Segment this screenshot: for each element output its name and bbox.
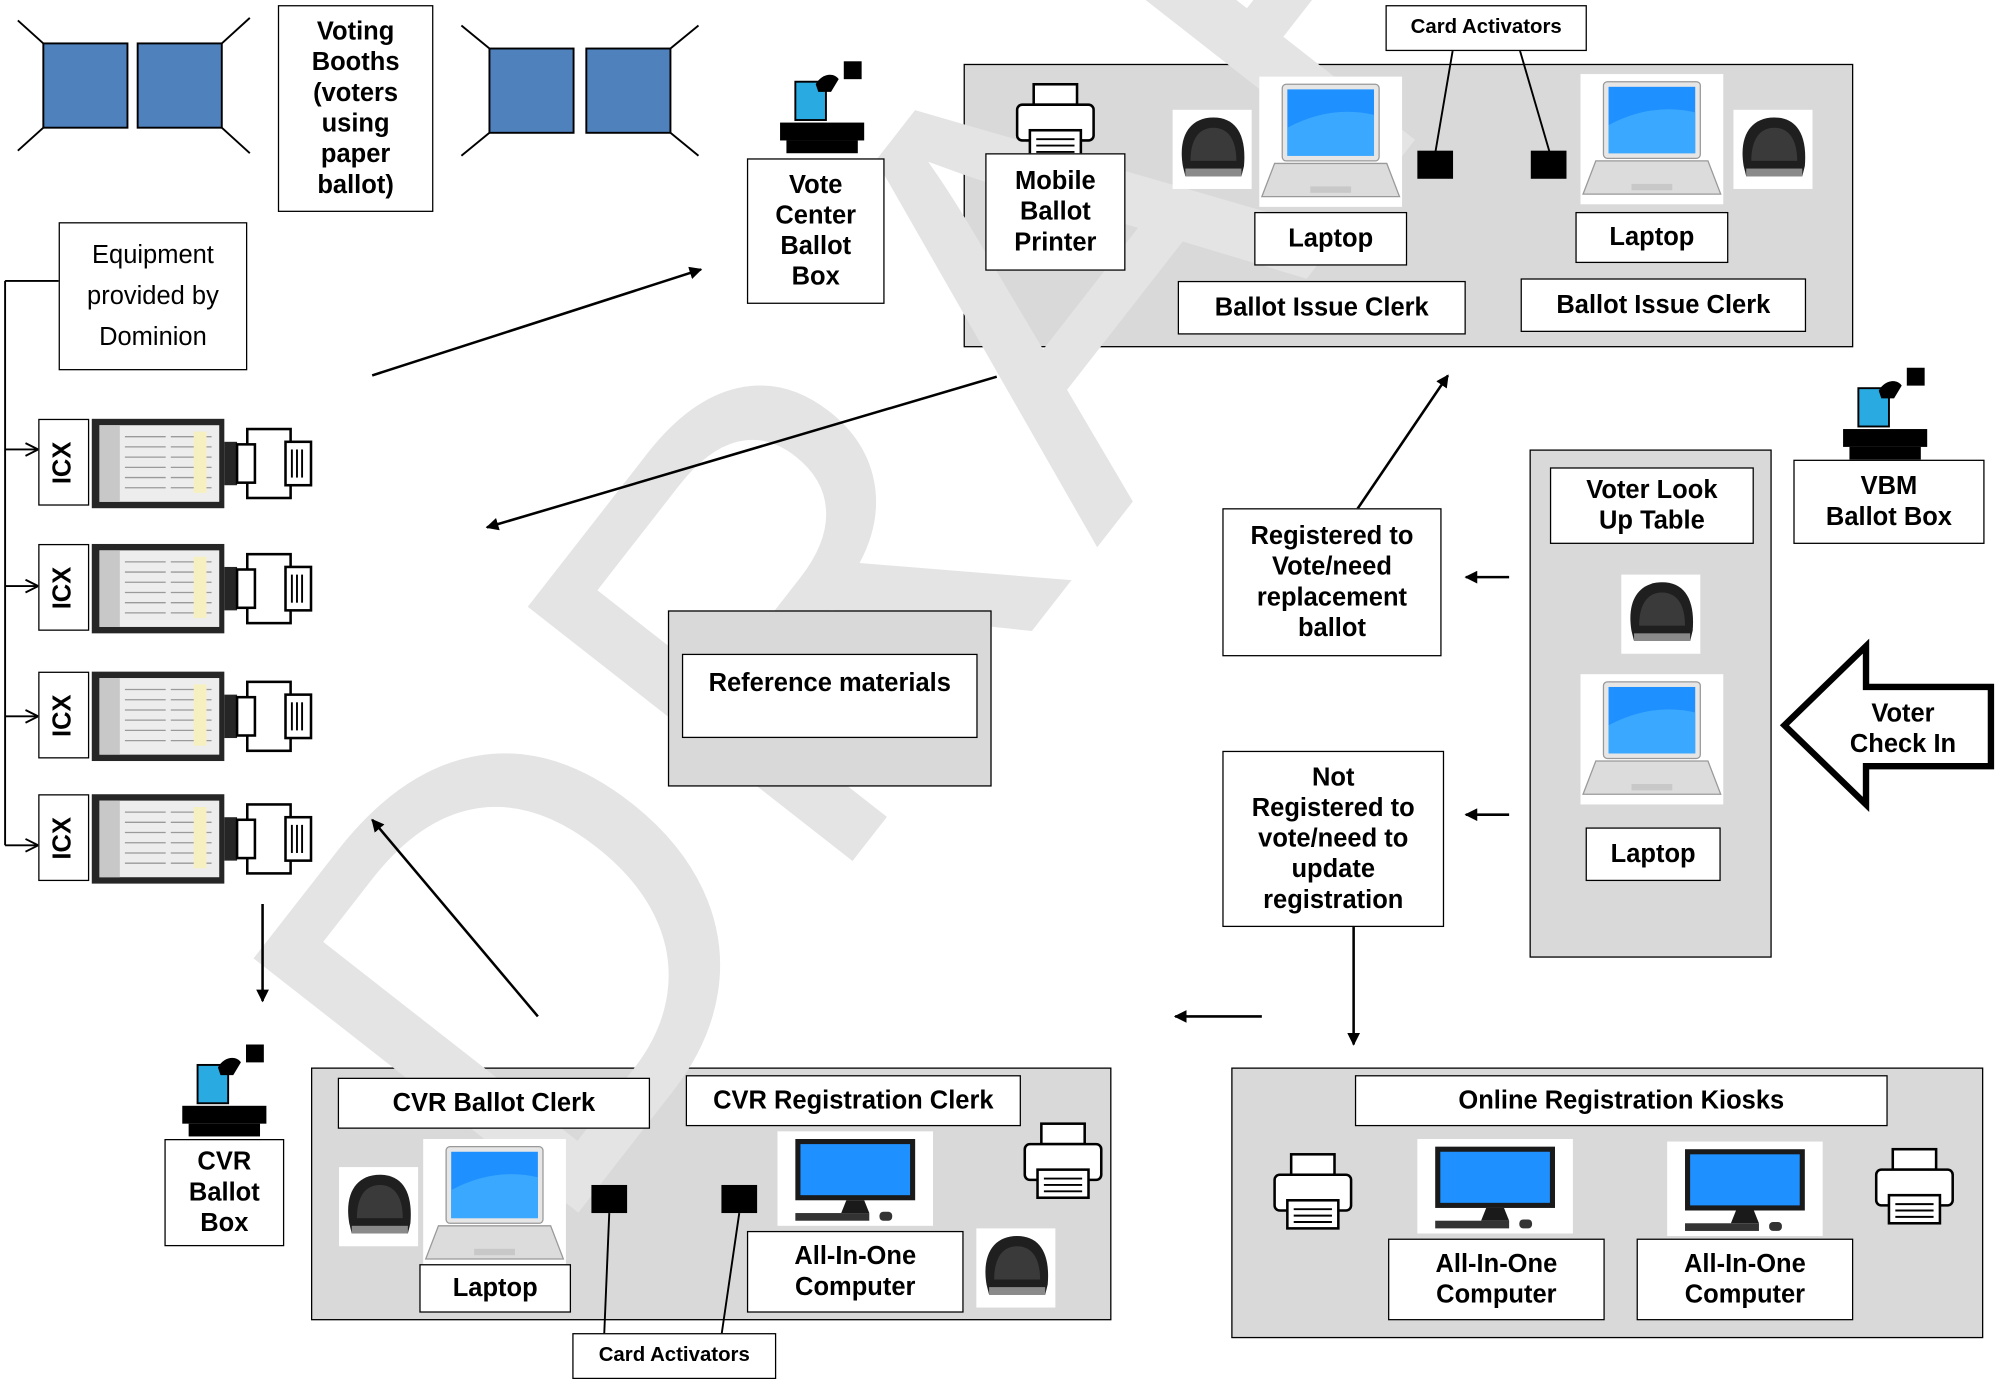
label-printer-cvr-icon	[339, 1167, 419, 1247]
laptop-1-icon	[1258, 75, 1403, 208]
voter-lookup-laptop-label: Laptop	[1585, 827, 1721, 882]
ballot-issue-clerk-1: Ballot Issue Clerk	[1177, 280, 1466, 335]
card-activator-device-2	[1530, 150, 1567, 179]
kiosk-printer-left-icon	[1273, 1153, 1353, 1230]
reference-materials-label: Reference materials	[681, 653, 978, 739]
label-printer-cvr-2-icon	[976, 1228, 1056, 1308]
cvr-ballot-clerk-label: CVR Ballot Clerk	[337, 1077, 651, 1129]
voter-check-in-label: Voter Check In	[1849, 699, 1957, 759]
vote-center-ballot-box-icon	[779, 60, 866, 155]
online-kiosks-title: Online Registration Kiosks	[1354, 1075, 1888, 1127]
laptop-lookup-icon	[1579, 673, 1724, 806]
icx-label-4: ICX	[38, 794, 90, 882]
kiosk-aio-1-label: All-In-One Computer	[1388, 1238, 1605, 1321]
vbm-ballot-box-label: VBM Ballot Box	[1793, 459, 1985, 544]
cvr-laptop-label: Laptop	[419, 1264, 572, 1313]
icx-device-4-icon	[90, 792, 313, 885]
mobile-ballot-printer-label: Mobile Ballot Printer	[985, 153, 1126, 271]
cvr-card-activator-1	[591, 1184, 628, 1214]
equipment-note: Equipment provided by Dominion	[58, 222, 248, 371]
icx-device-2-icon	[90, 542, 313, 635]
cvr-registration-clerk-label: CVR Registration Clerk	[685, 1075, 1021, 1127]
card-activator-device-1	[1417, 150, 1454, 179]
aio-kiosk-1-icon	[1417, 1138, 1573, 1234]
icx-device-3-icon	[90, 670, 313, 763]
cvr-card-activator-2	[721, 1184, 758, 1214]
kiosk-printer-right-icon	[1874, 1147, 1954, 1225]
not-registered-note: Not Registered to vote/need to update re…	[1222, 750, 1445, 928]
vote-center-ballot-box-label: Vote Center Ballot Box	[746, 158, 885, 304]
voting-booths-left	[42, 42, 223, 129]
voting-booths-label: Voting Booths (voters using paper ballot…	[277, 5, 434, 212]
card-activators-top-label: Card Activators	[1385, 5, 1587, 52]
label-printer-lookup-icon	[1621, 574, 1701, 654]
laptop-2-label: Laptop	[1575, 211, 1729, 264]
laptop-1-label: Laptop	[1254, 211, 1408, 266]
card-activators-bottom-label: Card Activators	[572, 1333, 777, 1379]
cvr-printer-icon	[1023, 1122, 1103, 1200]
icx-label-1: ICX	[38, 418, 90, 506]
label-printer-1-icon	[1172, 109, 1252, 189]
aio-kiosk-2-icon	[1667, 1141, 1823, 1237]
voter-lookup-title: Voter Look Up Table	[1549, 467, 1754, 544]
voter-check-in-arrow	[1779, 638, 1995, 812]
laptop-2-icon	[1579, 73, 1724, 205]
cvr-ballot-box-label: CVR Ballot Box	[164, 1138, 285, 1247]
icx-device-1-icon	[90, 417, 313, 510]
voting-booths-right	[488, 47, 672, 134]
kiosk-aio-2-label: All-In-One Computer	[1636, 1238, 1854, 1321]
mobile-printer-icon	[1015, 82, 1095, 160]
ballot-issue-clerk-2: Ballot Issue Clerk	[1520, 278, 1807, 332]
cvr-ballot-box-icon	[181, 1043, 268, 1138]
laptop-cvr-icon	[422, 1138, 567, 1270]
vbm-ballot-box-icon	[1842, 366, 1929, 461]
label-printer-2-icon	[1733, 109, 1813, 189]
aio-cvr-icon	[777, 1131, 934, 1226]
cvr-aio-label: All-In-One Computer	[746, 1230, 964, 1313]
icx-label-2: ICX	[38, 543, 90, 631]
icx-label-3: ICX	[38, 671, 90, 759]
registered-note: Registered to Vote/need replacement ball…	[1222, 508, 1442, 657]
